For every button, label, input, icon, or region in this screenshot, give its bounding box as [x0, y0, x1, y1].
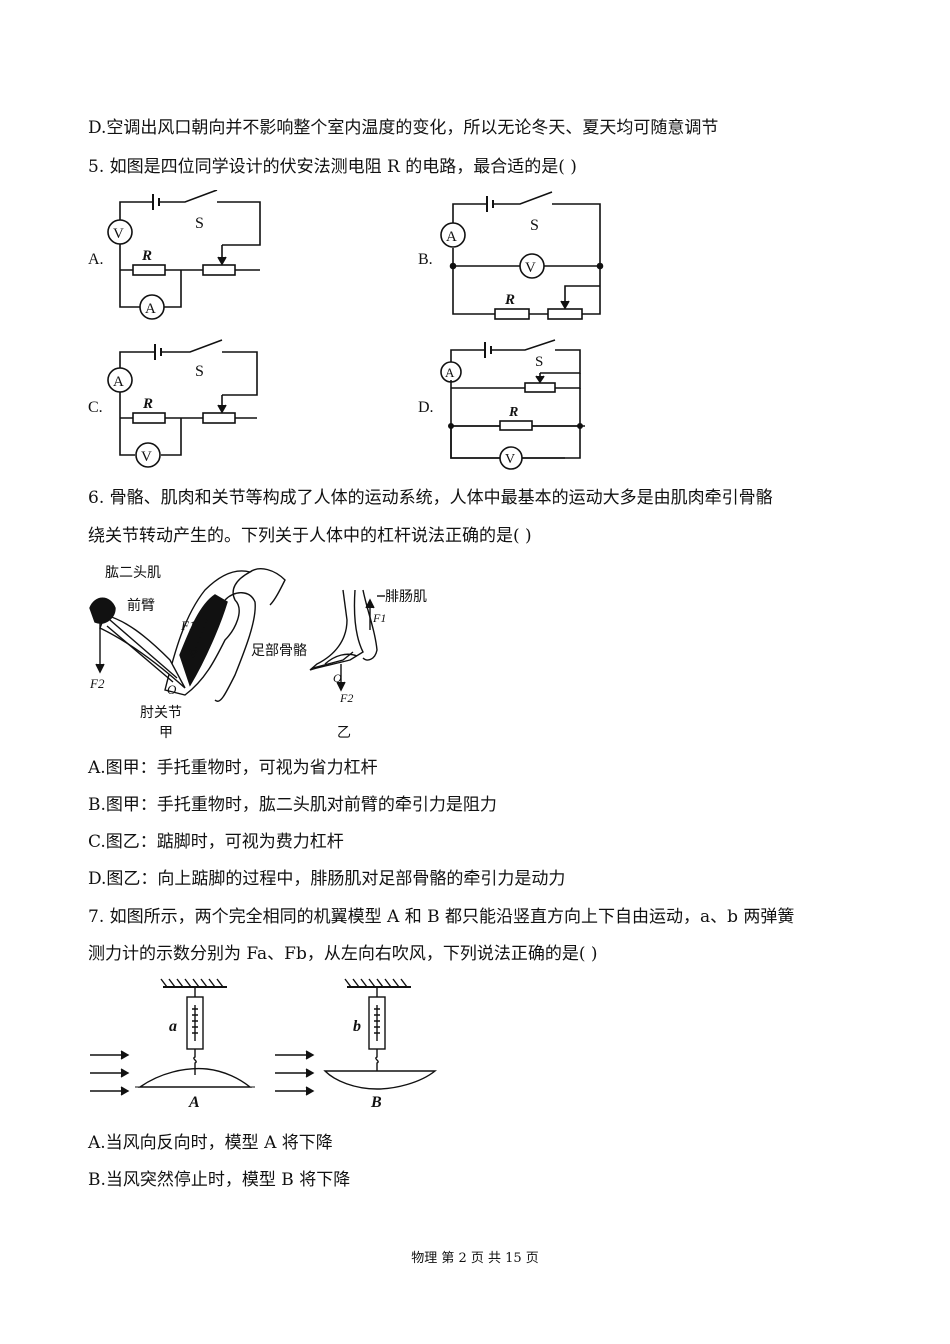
biceps-label: 肱二头肌 [105, 565, 161, 581]
svg-text:R: R [142, 396, 153, 412]
q4-option-d: D.空调出风口朝向并不影响整个室内温度的变化，所以无论冬天、夏天均可随意调节 [88, 118, 719, 138]
svg-text:R: R [508, 405, 518, 420]
fig-jia-label: 甲 [159, 725, 173, 740]
svg-text:F1: F1 [372, 611, 386, 625]
q7-option-b: B.当风突然停止时，模型 B 将下降 [88, 1170, 351, 1190]
option-d-label: D. [418, 399, 434, 416]
option-a-label: A. [88, 251, 104, 268]
q6-option-d: D.图乙：向上踮脚的过程中，腓肠肌对足部骨骼的牵引力是动力 [88, 869, 566, 889]
svg-text:S: S [535, 354, 543, 370]
q6-option-b: B.图甲：手托重物时，肱二头肌对前臂的牵引力是阻力 [88, 795, 497, 815]
svg-text:B: B [370, 1094, 382, 1111]
foot-figure: F1 O F2 腓肠肌 足部骨骼 乙 [251, 589, 427, 740]
q7-option-a: A.当风向反向时，模型 A 将下降 [88, 1133, 333, 1153]
circuit-b: B. A V R S [418, 191, 604, 320]
q6-option-a: A.图甲：手托重物时，可视为省力杠杆 [88, 758, 378, 778]
svg-text:A: A [445, 365, 455, 380]
page-footer: 物理 第 2 页 共 15 页 [411, 1251, 539, 1266]
svg-text:a: a [169, 1018, 177, 1035]
svg-text:V: V [113, 226, 124, 242]
option-b-label: B. [418, 251, 433, 268]
svg-text:R: R [141, 248, 152, 264]
elbow-label: 肘关节 [140, 705, 182, 721]
calf-label: 腓肠肌 [385, 589, 427, 605]
wing-a: a A [90, 978, 255, 1111]
q7-stem-2: 测力计的示数分别为 Fa、Fb，从左向右吹风，下列说法正确的是( ) [88, 944, 598, 964]
svg-text:O: O [167, 682, 177, 697]
wind-arrows-a [90, 1050, 130, 1096]
wind-arrows-b [275, 1050, 315, 1096]
svg-text:b: b [353, 1018, 361, 1035]
svg-text:V: V [141, 449, 152, 465]
svg-text:O: O [333, 671, 342, 685]
circuit-figures: A. V R A S B. A V R S C. A R V S [85, 190, 625, 470]
q6-option-c: C.图乙：踮脚时，可视为费力杠杆 [88, 832, 344, 852]
svg-text:S: S [195, 215, 204, 232]
circuit-d: D. A R V S [418, 339, 585, 470]
svg-text:F2: F2 [89, 676, 105, 691]
svg-text:V: V [525, 260, 536, 276]
circuit-a: A. V R A S [88, 190, 261, 320]
svg-text:V: V [505, 452, 515, 467]
q6-stem-2: 绕关节转动产生的。下列关于人体中的杠杆说法正确的是( ) [88, 526, 532, 546]
svg-text:S: S [195, 363, 204, 380]
svg-text:A: A [145, 301, 156, 317]
lever-figures: F2 F1 O 肱二头肌 前臂 肘关节 甲 F1 O F2 腓肠肌 足部骨骼 乙 [85, 560, 445, 740]
wing-figures: a A b B [85, 975, 445, 1115]
q5-stem: 5. 如图是四位同学设计的伏安法测电阻 R 的电路，最合适的是( ) [88, 157, 577, 177]
q7-stem-1: 7. 如图所示，两个完全相同的机翼模型 A 和 B 都只能沿竖直方向上下自由运动… [88, 907, 795, 927]
svg-text:A: A [446, 229, 457, 245]
circuit-c: C. A R V S [88, 339, 258, 468]
svg-text:F2: F2 [339, 691, 353, 705]
foot-bone-label: 足部骨骼 [251, 643, 307, 659]
svg-text:A: A [188, 1094, 200, 1111]
wing-b: b B [275, 978, 437, 1111]
fig-yi-label: 乙 [337, 725, 351, 740]
option-c-label: C. [88, 399, 103, 416]
arm-figure: F2 F1 O 肱二头肌 前臂 肘关节 甲 [89, 565, 286, 740]
forearm-label: 前臂 [127, 597, 155, 614]
svg-text:S: S [530, 217, 539, 234]
svg-text:R: R [504, 292, 515, 308]
q6-stem-1: 6. 骨骼、肌肉和关节等构成了人体的运动系统，人体中最基本的运动大多是由肌肉牵引… [88, 488, 773, 508]
svg-text:A: A [113, 374, 124, 390]
svg-text:F1: F1 [180, 618, 195, 633]
